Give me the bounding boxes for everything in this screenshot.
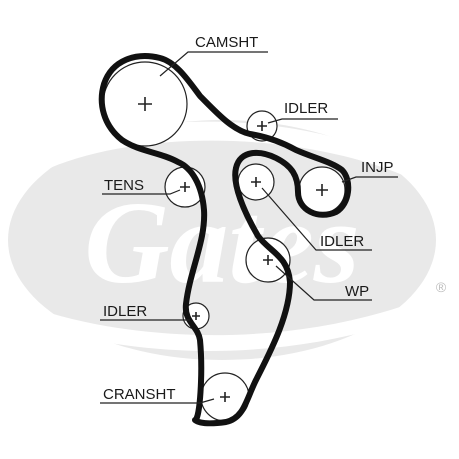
tensioner-leader: [102, 189, 181, 195]
timing-belt: [98, 53, 352, 427]
crankshaft-label: CRANSHT: [103, 386, 176, 403]
injection-pump-centre: [316, 184, 328, 196]
tensioner-label: TENS: [104, 177, 144, 194]
idler-middle-label: IDLER: [320, 233, 364, 250]
crankshaft-leader: [100, 398, 215, 404]
water-pump-label: WP: [345, 283, 369, 300]
leader-lines: [100, 51, 398, 404]
camshaft-leader: [159, 51, 268, 77]
watermark-registered-mark: ®: [436, 279, 447, 295]
water-pump-leader: [275, 265, 372, 301]
injection-pump-leader: [341, 176, 398, 183]
camshaft-centre: [138, 97, 152, 111]
idler-bottom-centre: [192, 312, 200, 320]
gates-watermark: Gates ®: [8, 120, 447, 360]
water-pump-centre: [263, 255, 273, 265]
idler-top-label: IDLER: [284, 100, 328, 117]
camshaft-label: CAMSHT: [195, 34, 258, 51]
tensioner-centre: [180, 182, 190, 192]
idler-top-centre: [257, 121, 267, 131]
idler-top-leader: [267, 118, 338, 124]
crankshaft-centre: [220, 392, 230, 402]
idler-middle-centre: [251, 177, 261, 187]
idler-middle-leader: [261, 187, 372, 251]
watermark-swoosh-lower: [40, 300, 420, 351]
pulley-centres: [138, 97, 328, 402]
injection-pump-label: INJP: [361, 159, 394, 176]
idler-bottom-label: IDLER: [103, 303, 147, 320]
